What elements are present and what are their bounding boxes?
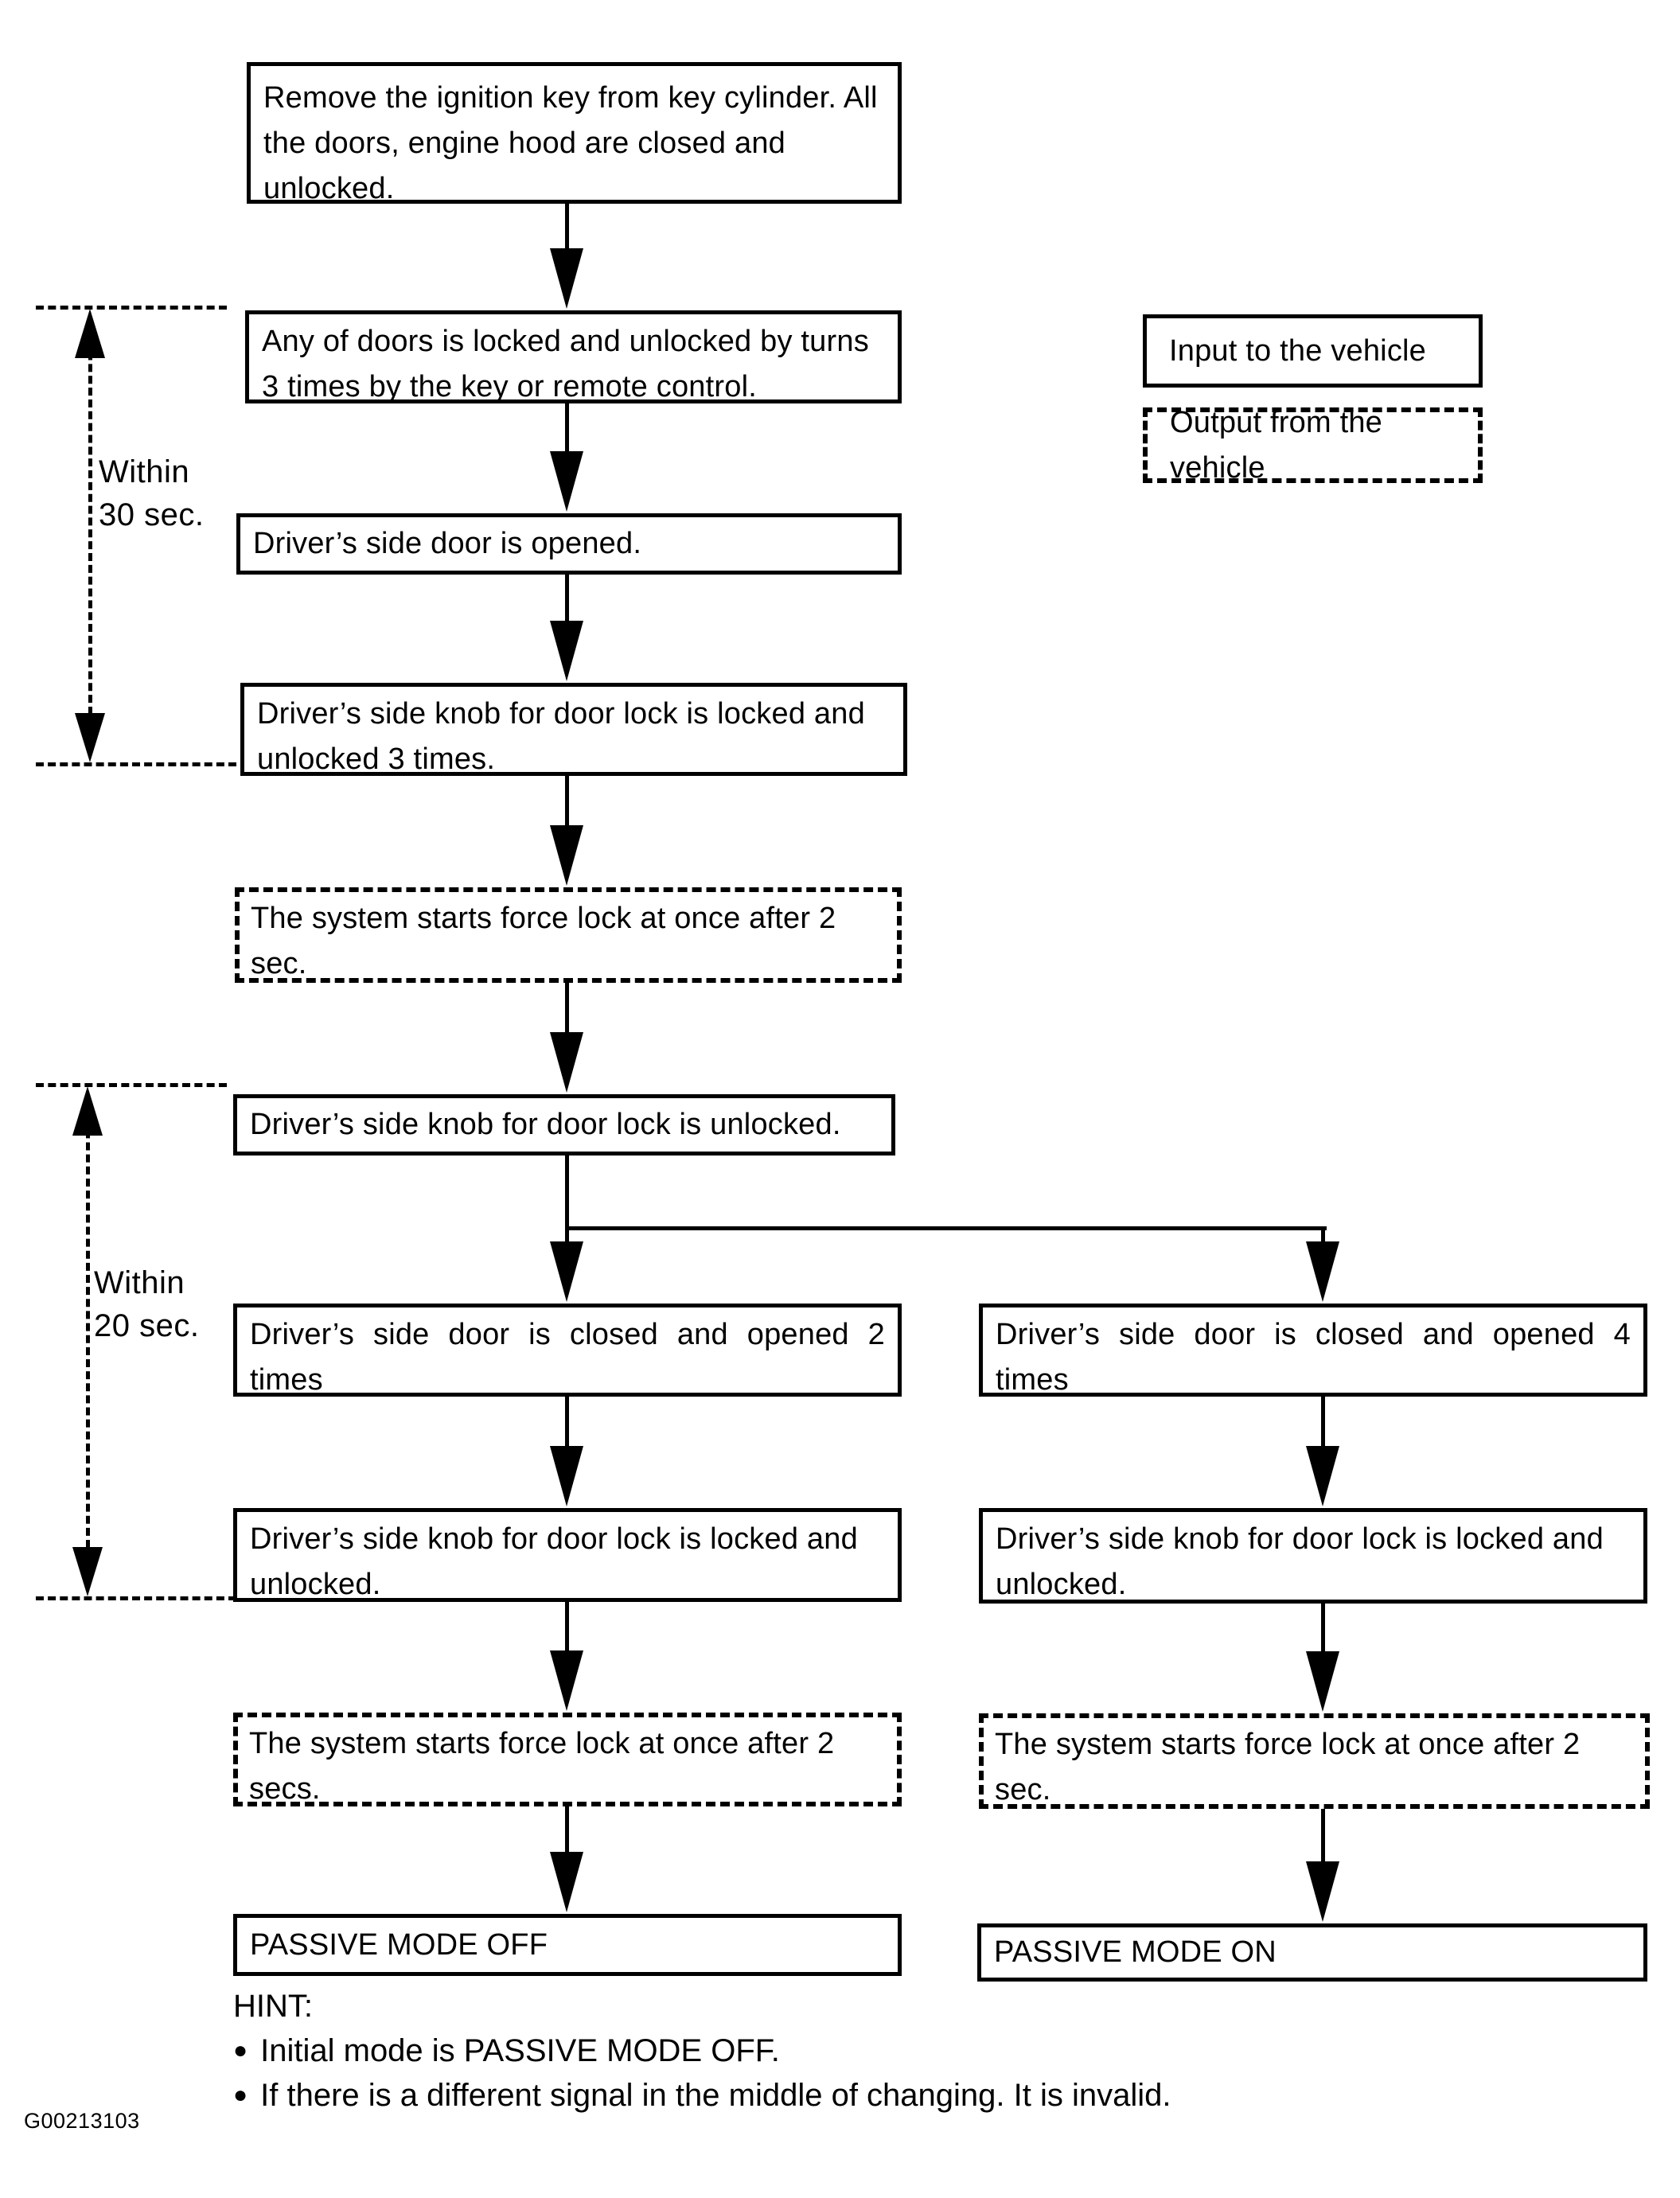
flow-line bbox=[1321, 1397, 1325, 1446]
bracket-20-vertical-line bbox=[86, 1094, 90, 1548]
timer-within-30-label: Within 30 sec. bbox=[99, 450, 204, 536]
flow-line bbox=[565, 983, 569, 1035]
node-knob-locked-unlocked-right: Driver’s side knob for door lock is lock… bbox=[979, 1508, 1647, 1604]
arrow-down-icon bbox=[1306, 1446, 1339, 1506]
hint-item: ● Initial mode is PASSIVE MODE OFF. bbox=[233, 2031, 1347, 2071]
node-any-door-locked-unlocked-3-times: Any of doors is locked and unlocked by t… bbox=[245, 310, 902, 403]
node-knob-unlocked: Driver’s side knob for door lock is unlo… bbox=[233, 1094, 895, 1156]
bullet-icon: ● bbox=[233, 2082, 248, 2108]
branch-stem-line bbox=[565, 1156, 569, 1230]
arrow-down-icon bbox=[550, 621, 583, 681]
arrow-down-icon bbox=[550, 451, 583, 512]
bracket-20-bottom-line bbox=[36, 1596, 236, 1600]
flow-line bbox=[565, 403, 569, 454]
timer-within-20-label: Within 20 sec. bbox=[94, 1261, 199, 1347]
arrow-up-icon bbox=[75, 309, 105, 358]
arrow-down-icon bbox=[550, 1032, 583, 1093]
flow-line bbox=[565, 1602, 569, 1650]
arrow-down-icon bbox=[550, 1241, 583, 1302]
arrow-down-icon bbox=[550, 1446, 583, 1506]
node-knob-locked-unlocked-3-times: Driver’s side knob for door lock is lock… bbox=[240, 683, 907, 776]
node-force-lock-2secs-left-output: The system starts force lock at once aft… bbox=[233, 1713, 902, 1806]
node-passive-mode-off: PASSIVE MODE OFF bbox=[233, 1914, 902, 1976]
arrow-up-icon bbox=[72, 1086, 103, 1136]
legend-input-box: Input to the vehicle bbox=[1143, 314, 1483, 388]
arrow-down-icon bbox=[1306, 1651, 1339, 1712]
node-start: Remove the ignition key from key cylinde… bbox=[247, 62, 902, 205]
node-knob-locked-unlocked-left: Driver’s side knob for door lock is lock… bbox=[233, 1508, 902, 1602]
timer-line: 30 sec. bbox=[99, 497, 205, 532]
flow-line bbox=[565, 1806, 569, 1852]
figure-id: G00213103 bbox=[24, 2109, 140, 2133]
flow-line bbox=[565, 204, 569, 251]
branch-horizontal-line bbox=[565, 1226, 1327, 1230]
arrow-down-icon bbox=[1306, 1861, 1339, 1922]
flow-line bbox=[1321, 1604, 1325, 1651]
flow-line bbox=[1321, 1228, 1325, 1245]
hint-item: ● If there is a different signal in the … bbox=[233, 2075, 1347, 2115]
arrow-down-icon bbox=[550, 1852, 583, 1912]
bracket-30-bottom-line bbox=[36, 762, 236, 766]
arrow-down-icon bbox=[550, 1650, 583, 1711]
node-door-closed-opened-2-times: Driver’s side door is closed and opened … bbox=[233, 1304, 902, 1397]
flow-line bbox=[1321, 1809, 1325, 1861]
bracket-20-top-line bbox=[36, 1083, 227, 1087]
timer-line: Within bbox=[94, 1265, 185, 1300]
arrow-down-icon bbox=[550, 248, 583, 309]
bracket-30-vertical-line bbox=[88, 317, 92, 715]
arrow-down-icon bbox=[75, 713, 105, 762]
node-force-lock-2sec-output: The system starts force lock at once aft… bbox=[235, 887, 902, 983]
arrow-down-icon bbox=[72, 1547, 103, 1596]
hint-title: HINT: bbox=[233, 1989, 313, 2024]
arrow-down-icon bbox=[550, 825, 583, 886]
legend-output-box: Output from the vehicle bbox=[1143, 406, 1483, 485]
node-passive-mode-on: PASSIVE MODE ON bbox=[977, 1923, 1647, 1982]
node-driver-door-opened: Driver’s side door is opened. bbox=[236, 513, 902, 575]
hint-text: Initial mode is PASSIVE MODE OFF. bbox=[260, 2033, 780, 2068]
bullet-icon: ● bbox=[233, 2037, 248, 2064]
flow-line bbox=[565, 1397, 569, 1446]
hint-block: HINT: ● Initial mode is PASSIVE MODE OFF… bbox=[233, 1986, 1347, 2115]
timer-line: Within bbox=[99, 454, 190, 489]
node-door-closed-opened-4-times: Driver’s side door is closed and opened … bbox=[979, 1304, 1647, 1397]
flow-line bbox=[565, 1228, 569, 1245]
flow-line bbox=[565, 575, 569, 624]
hint-text: If there is a different signal in the mi… bbox=[260, 2078, 1171, 2113]
flow-line bbox=[565, 776, 569, 828]
bracket-30-top-line bbox=[36, 306, 227, 310]
timer-line: 20 sec. bbox=[94, 1308, 200, 1343]
arrow-down-icon bbox=[1306, 1241, 1339, 1302]
node-force-lock-2sec-right-output: The system starts force lock at once aft… bbox=[979, 1713, 1650, 1809]
